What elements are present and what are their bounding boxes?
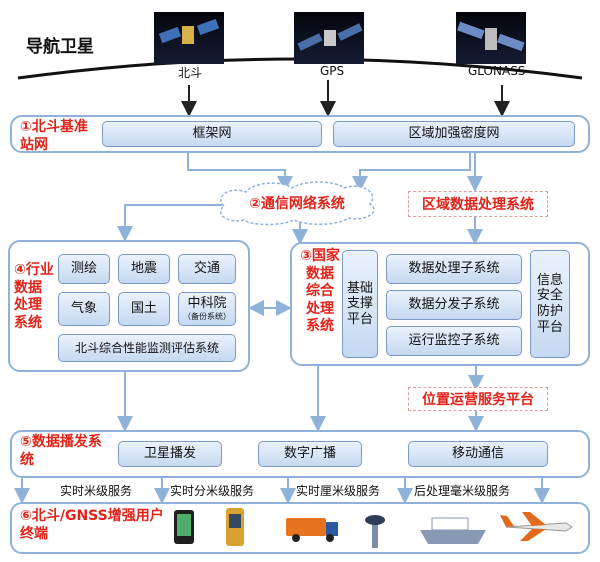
communication-network-label: ②通信网络系统 (249, 196, 345, 212)
ship-icon (420, 517, 486, 544)
traffic-box: 交通 (178, 254, 236, 284)
tower-icon (365, 515, 385, 548)
service-label-postprocess-millimeter: 后处理毫米级服务 (414, 484, 511, 498)
land-resources-box: 国土 (118, 292, 170, 326)
truck-icon (286, 518, 338, 542)
cas-label: 中科院 (187, 296, 227, 312)
information-security-platform-box: 信息安全防护平台 (530, 250, 570, 358)
national-data-processing-title: ③国家数据综合处理系统 (300, 248, 340, 334)
location-service-platform-box: 位置运营服务平台 (408, 387, 548, 411)
service-label-realtime-meter: 实时米级服务 (60, 484, 133, 498)
data-distribution-subsystem-box: 数据分发子系统 (386, 290, 522, 320)
satellite-icon (457, 21, 525, 52)
phone-icon (174, 510, 194, 544)
satellite-icon (158, 18, 220, 44)
service-label-realtime-decimeter: 实时分米级服务 (170, 484, 255, 498)
gps-satellite-image (294, 12, 364, 64)
base-support-platform-box: 基础支撑平台 (342, 250, 378, 358)
mobile-communication-box: 移动通信 (408, 441, 548, 467)
reference-station-network-title: ①北斗基准站网 (20, 119, 88, 153)
airplane-icon (500, 512, 573, 541)
regional-data-processing-box: 区域数据处理系统 (408, 191, 548, 217)
framework-network-box: 框架网 (102, 121, 322, 147)
performance-monitoring-box: 北斗综合性能监测评估系统 (58, 334, 236, 362)
earthquake-box: 地震 (118, 254, 170, 284)
diagram-title: 导航卫星 (26, 37, 94, 57)
satellite-label-beidou: 北斗 (178, 66, 203, 80)
satellite-icon (297, 23, 363, 51)
data-processing-subsystem-box: 数据处理子系统 (386, 254, 522, 284)
satellite-broadcast-box: 卫星播发 (118, 441, 222, 467)
service-label-realtime-centimeter: 实时厘米级服务 (296, 484, 381, 498)
beidou-satellite-image (154, 12, 224, 64)
satellite-label-gps: GPS (320, 64, 345, 78)
cas-backup-label: （备份系统） (183, 312, 231, 321)
meteorology-box: 气象 (58, 292, 110, 326)
operation-monitoring-subsystem-box: 运行监控子系统 (386, 326, 522, 356)
cas-backup-box: 中科院 （备份系统） (178, 292, 236, 326)
handheld-receiver-icon (226, 508, 244, 546)
regional-dense-network-box: 区域加强密度网 (333, 121, 575, 147)
glonass-satellite-image (456, 12, 526, 64)
digital-broadcast-box: 数字广播 (258, 441, 362, 467)
data-broadcast-title: ⑤数据播发系统 (20, 434, 102, 468)
industry-data-processing-title: ④行业数据处理系统 (14, 262, 54, 331)
satellite-label-glonass: GLONASS (468, 64, 526, 78)
surveying-box: 测绘 (58, 254, 110, 284)
user-terminal-title: ⑥北斗/GNSS增强用户终端 (20, 508, 164, 542)
